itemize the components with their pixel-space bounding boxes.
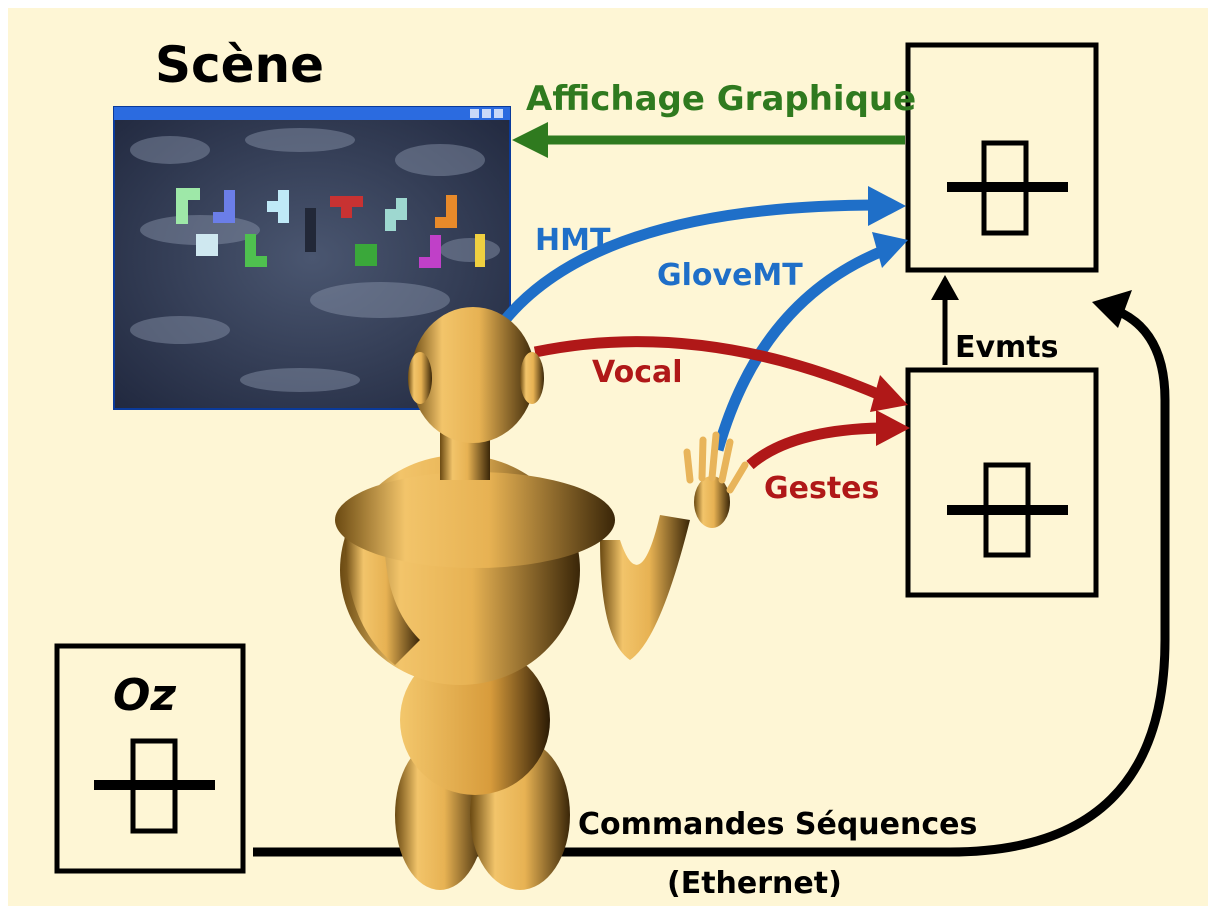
cross-component-icon xyxy=(947,462,1068,558)
glovemt-arrow xyxy=(712,244,888,452)
hmt-label: HMT xyxy=(535,223,611,258)
vocal-arrow xyxy=(533,336,883,401)
commandes-arrow xyxy=(253,305,1170,857)
user-figure xyxy=(335,307,749,890)
scene-window xyxy=(113,106,511,410)
tetris-blocks xyxy=(176,188,485,268)
gestes-label: Gestes xyxy=(764,471,879,506)
commandes-arrowhead xyxy=(1092,290,1132,328)
middle-right-component-box xyxy=(905,367,1099,598)
glovemt-label: GloveMT xyxy=(657,258,803,293)
scene-title: Scène xyxy=(155,36,324,94)
oz-component-box: Oz xyxy=(54,643,246,874)
hmt-arrowhead xyxy=(868,186,906,226)
evmts-arrowhead xyxy=(931,275,959,300)
oz-label: Oz xyxy=(113,670,176,721)
commandes-label: Commandes Séquences xyxy=(578,807,977,842)
affichage-label: Affichage Graphique xyxy=(526,79,916,119)
gestes-arrow xyxy=(746,422,881,470)
vocal-arrowhead xyxy=(870,375,908,412)
evmts-label: Evmts xyxy=(955,330,1059,365)
glovemt-arrowhead xyxy=(872,232,908,268)
top-right-component-box xyxy=(905,42,1099,273)
cross-component-icon xyxy=(94,738,215,834)
ethernet-label: (Ethernet) xyxy=(667,866,842,901)
vocal-label: Vocal xyxy=(592,355,683,390)
hmt-arrow xyxy=(500,199,881,324)
gestes-arrowhead xyxy=(876,410,910,446)
cross-component-icon xyxy=(947,140,1068,236)
affichage-arrowhead xyxy=(512,122,548,158)
